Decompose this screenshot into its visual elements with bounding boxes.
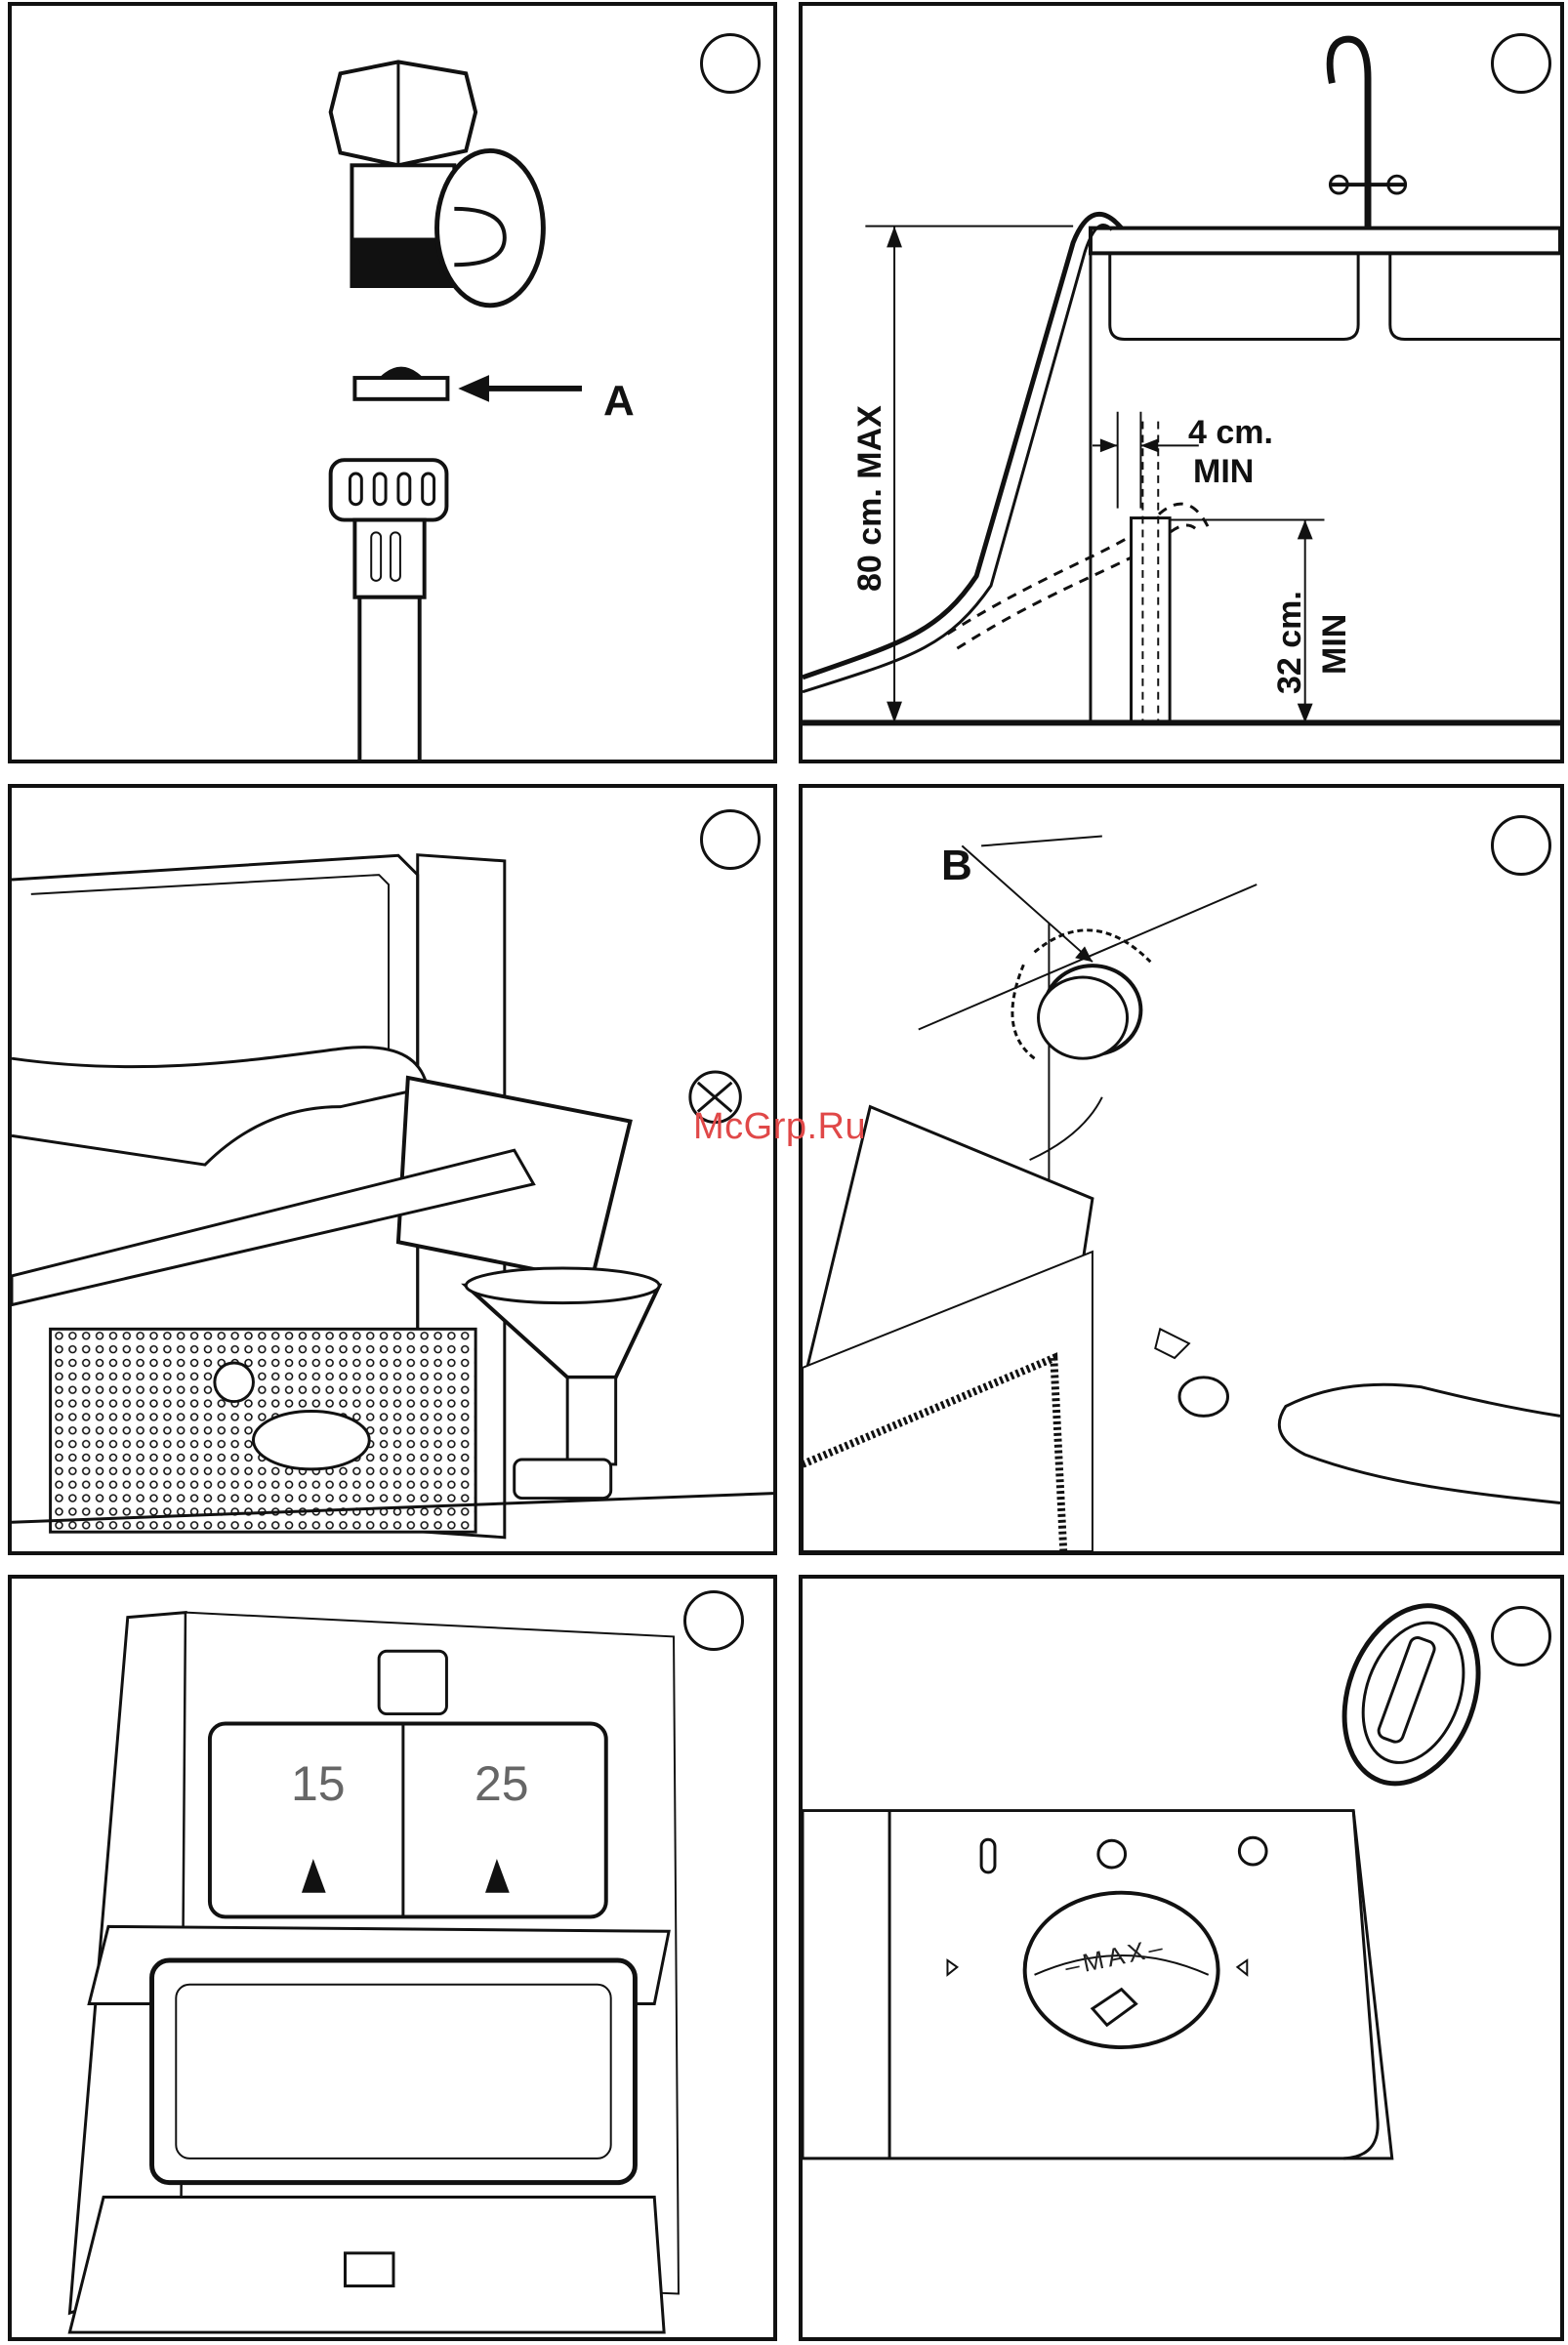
- step-number-circle: [700, 809, 761, 870]
- knob-drawing: [803, 788, 1560, 1551]
- panel-rinse-aid-max: –MAX–: [799, 1575, 1564, 2341]
- label-a: A: [603, 377, 635, 426]
- watermark-text: McGrp.Ru: [693, 1106, 866, 1148]
- salt-filling-drawing: [12, 788, 773, 1551]
- step-number-circle: [683, 1590, 744, 1651]
- step-number-circle: [1491, 33, 1551, 94]
- panel-dispenser-settings: 15 25: [8, 1575, 777, 2341]
- step-number-circle: [700, 33, 761, 94]
- dimension-32cm-label: 32 cm.: [1271, 591, 1309, 694]
- panel-drain-hose-heights: 80 cm. MAX 4 cm. MIN 32 cm. MIN: [799, 2, 1564, 763]
- step-number-circle: [1491, 815, 1551, 876]
- drain-hose-drawing: [803, 6, 1560, 760]
- step-number-circle: [1491, 1606, 1551, 1666]
- setting-value-25: 25: [475, 1755, 529, 1812]
- dimension-4cm-label: 4 cm.: [1188, 414, 1273, 452]
- tap-connector-drawing: [12, 6, 773, 760]
- panel-salt-filling: [8, 784, 777, 1555]
- dispenser-drawing: [12, 1579, 773, 2337]
- rinse-aid-drawing: [803, 1579, 1560, 2337]
- dimension-32cm-min: MIN: [1316, 614, 1354, 675]
- panel-tap-connector: A: [8, 2, 777, 763]
- panel-knob-b: B: [799, 784, 1564, 1555]
- dimension-4cm-min: MIN: [1193, 453, 1254, 491]
- label-b: B: [941, 842, 972, 890]
- setting-value-15: 15: [291, 1755, 346, 1812]
- dimension-80cm-max: 80 cm. MAX: [851, 405, 889, 592]
